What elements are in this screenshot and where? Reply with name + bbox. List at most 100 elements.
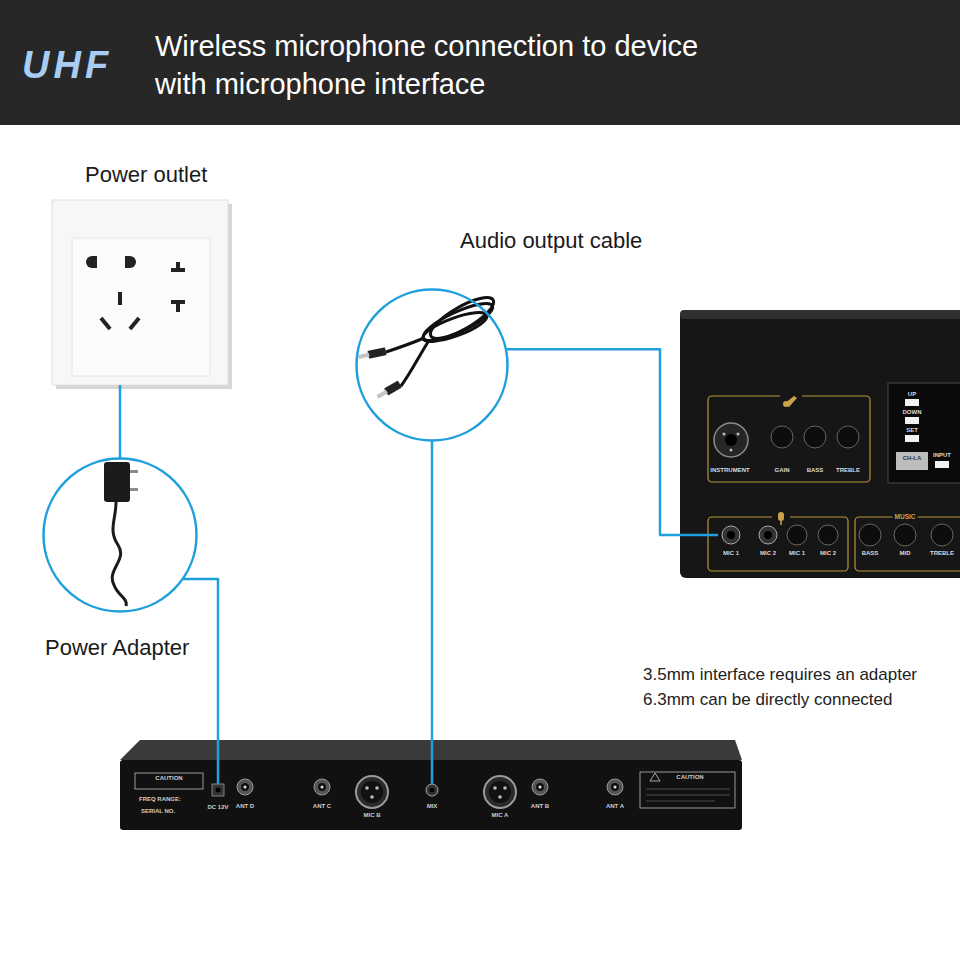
power-outlet-plate-part bbox=[130, 318, 139, 329]
power-adapter-picture-part bbox=[112, 502, 126, 606]
receiver-body-part bbox=[426, 784, 438, 796]
amplifier-body-part bbox=[680, 310, 960, 578]
amplifier-body-part bbox=[727, 531, 735, 539]
connector-line bbox=[506, 349, 718, 535]
section-label: MUSIC bbox=[893, 513, 918, 520]
power-jack: DC 12V bbox=[205, 784, 231, 814]
power-adapter-picture-part bbox=[130, 488, 138, 491]
panel-label: TREBLE bbox=[930, 550, 954, 557]
port-label: MIX bbox=[427, 803, 438, 810]
power-adapter-picture bbox=[104, 462, 138, 606]
amplifier-body-part bbox=[818, 525, 838, 545]
power-adapter-picture-part bbox=[104, 462, 130, 502]
amplifier-body-part bbox=[896, 452, 928, 470]
amplifier-body-part bbox=[725, 434, 737, 446]
receiver-body-part bbox=[361, 781, 383, 803]
receiver-body-part bbox=[646, 789, 730, 790]
receiver-body-part bbox=[614, 786, 617, 789]
connector-line bbox=[183, 579, 218, 784]
port-label: CAUTION bbox=[676, 774, 703, 781]
receiver-device: CAUTIONFREQ RANGE:SERIAL NO.ANT DANT CMI… bbox=[120, 760, 740, 830]
callout-outline-circle bbox=[357, 290, 508, 441]
panel-label: INSTRUMENT bbox=[710, 467, 749, 474]
receiver-body-part bbox=[135, 773, 203, 789]
header-bar-part bbox=[0, 0, 960, 125]
receiver-body-part bbox=[646, 795, 730, 796]
port-label: DC 12V bbox=[207, 804, 228, 811]
amplifier-body-part bbox=[737, 433, 740, 436]
port-label: CAUTION bbox=[155, 775, 182, 782]
power-outlet-plate-part bbox=[125, 256, 136, 268]
receiver-body-part bbox=[646, 801, 715, 802]
port-label: ANT D bbox=[236, 803, 254, 810]
panel-label: TREBLE bbox=[836, 467, 860, 474]
amplifier-body-part bbox=[894, 524, 916, 546]
receiver-body-part bbox=[539, 786, 542, 789]
amplifier-body-part bbox=[855, 517, 960, 571]
receiver-body-part bbox=[498, 795, 502, 799]
panel-label: MIC 1 bbox=[723, 550, 739, 557]
connector-line bbox=[431, 441, 434, 785]
amplifier-body-part bbox=[804, 426, 826, 448]
amplifier-body-part bbox=[935, 461, 949, 468]
panel-label: INPUT bbox=[933, 452, 951, 459]
note-text: 6.3mm can be directly connected bbox=[643, 690, 892, 710]
amplifier-body-part bbox=[680, 310, 960, 319]
amplifier-body-part bbox=[778, 512, 784, 521]
amplifier-body-part bbox=[905, 435, 919, 442]
amplifier-body-part bbox=[780, 521, 782, 525]
audio-cable-picture-part bbox=[401, 342, 428, 386]
port-label: ANT C bbox=[313, 803, 331, 810]
receiver-body-part bbox=[237, 779, 253, 795]
connector-line bbox=[119, 385, 122, 459]
audio-cable-picture-part bbox=[358, 347, 387, 361]
mix-jack: MIX bbox=[418, 784, 446, 812]
audio-cable-picture-part bbox=[420, 307, 490, 347]
amplifier-device: INSTRUMENTGAINBASSTREBLEUPDOWNSETCH-LAIN… bbox=[680, 310, 960, 578]
panel-label: MIC 1 bbox=[789, 550, 805, 557]
panel-label: GAIN bbox=[775, 467, 790, 474]
header-bar bbox=[0, 0, 960, 125]
part-caption: Audio output cable bbox=[460, 228, 642, 253]
receiver-body-part bbox=[536, 783, 544, 791]
callout-outline-circle bbox=[44, 459, 197, 612]
audio-cable-picture-part bbox=[386, 338, 424, 352]
receiver-body-part bbox=[314, 779, 330, 795]
receiver-body-part bbox=[241, 783, 249, 791]
amplifier-body-part bbox=[714, 423, 748, 457]
receiver-body-part bbox=[650, 773, 660, 781]
callout-outline bbox=[42, 457, 198, 613]
power-outlet-plate-part bbox=[101, 318, 110, 329]
part-caption: Power outlet bbox=[85, 162, 207, 187]
amplifier-body-part bbox=[784, 396, 797, 407]
amplifier-body bbox=[680, 310, 960, 578]
amplifier-body-part bbox=[772, 512, 790, 522]
port-label: MIC A bbox=[492, 812, 509, 819]
display-text: CH-LA bbox=[903, 455, 922, 462]
receiver-body-part bbox=[370, 795, 374, 799]
amplifier-body-part bbox=[730, 449, 733, 452]
audio-cable-picture-part-part bbox=[376, 390, 388, 399]
power-outlet: Power outlet bbox=[52, 200, 228, 385]
audio-cable-picture-part bbox=[419, 297, 496, 347]
receiver-body-part bbox=[430, 788, 435, 793]
amplifier-body-part bbox=[764, 531, 772, 539]
receiver-body-part bbox=[607, 779, 623, 795]
power-outlet-plate-part bbox=[118, 292, 122, 305]
amplifier-body-part bbox=[787, 525, 807, 545]
panel-label: MIC 2 bbox=[820, 550, 836, 557]
callout-circle: Power Adapter bbox=[42, 457, 198, 613]
panel-label: UP bbox=[908, 391, 916, 398]
port-label: ANT B bbox=[531, 803, 549, 810]
panel-label: BASS bbox=[862, 550, 879, 557]
amplifier-body-part bbox=[723, 433, 726, 436]
audio-cable-picture-part bbox=[375, 381, 402, 401]
receiver-body-part bbox=[365, 786, 369, 790]
callout-outline bbox=[355, 288, 509, 442]
receiver-body-part bbox=[611, 783, 619, 791]
audio-cable-picture-part-part bbox=[367, 347, 386, 359]
audio-cable-picture-part-part bbox=[358, 353, 370, 359]
